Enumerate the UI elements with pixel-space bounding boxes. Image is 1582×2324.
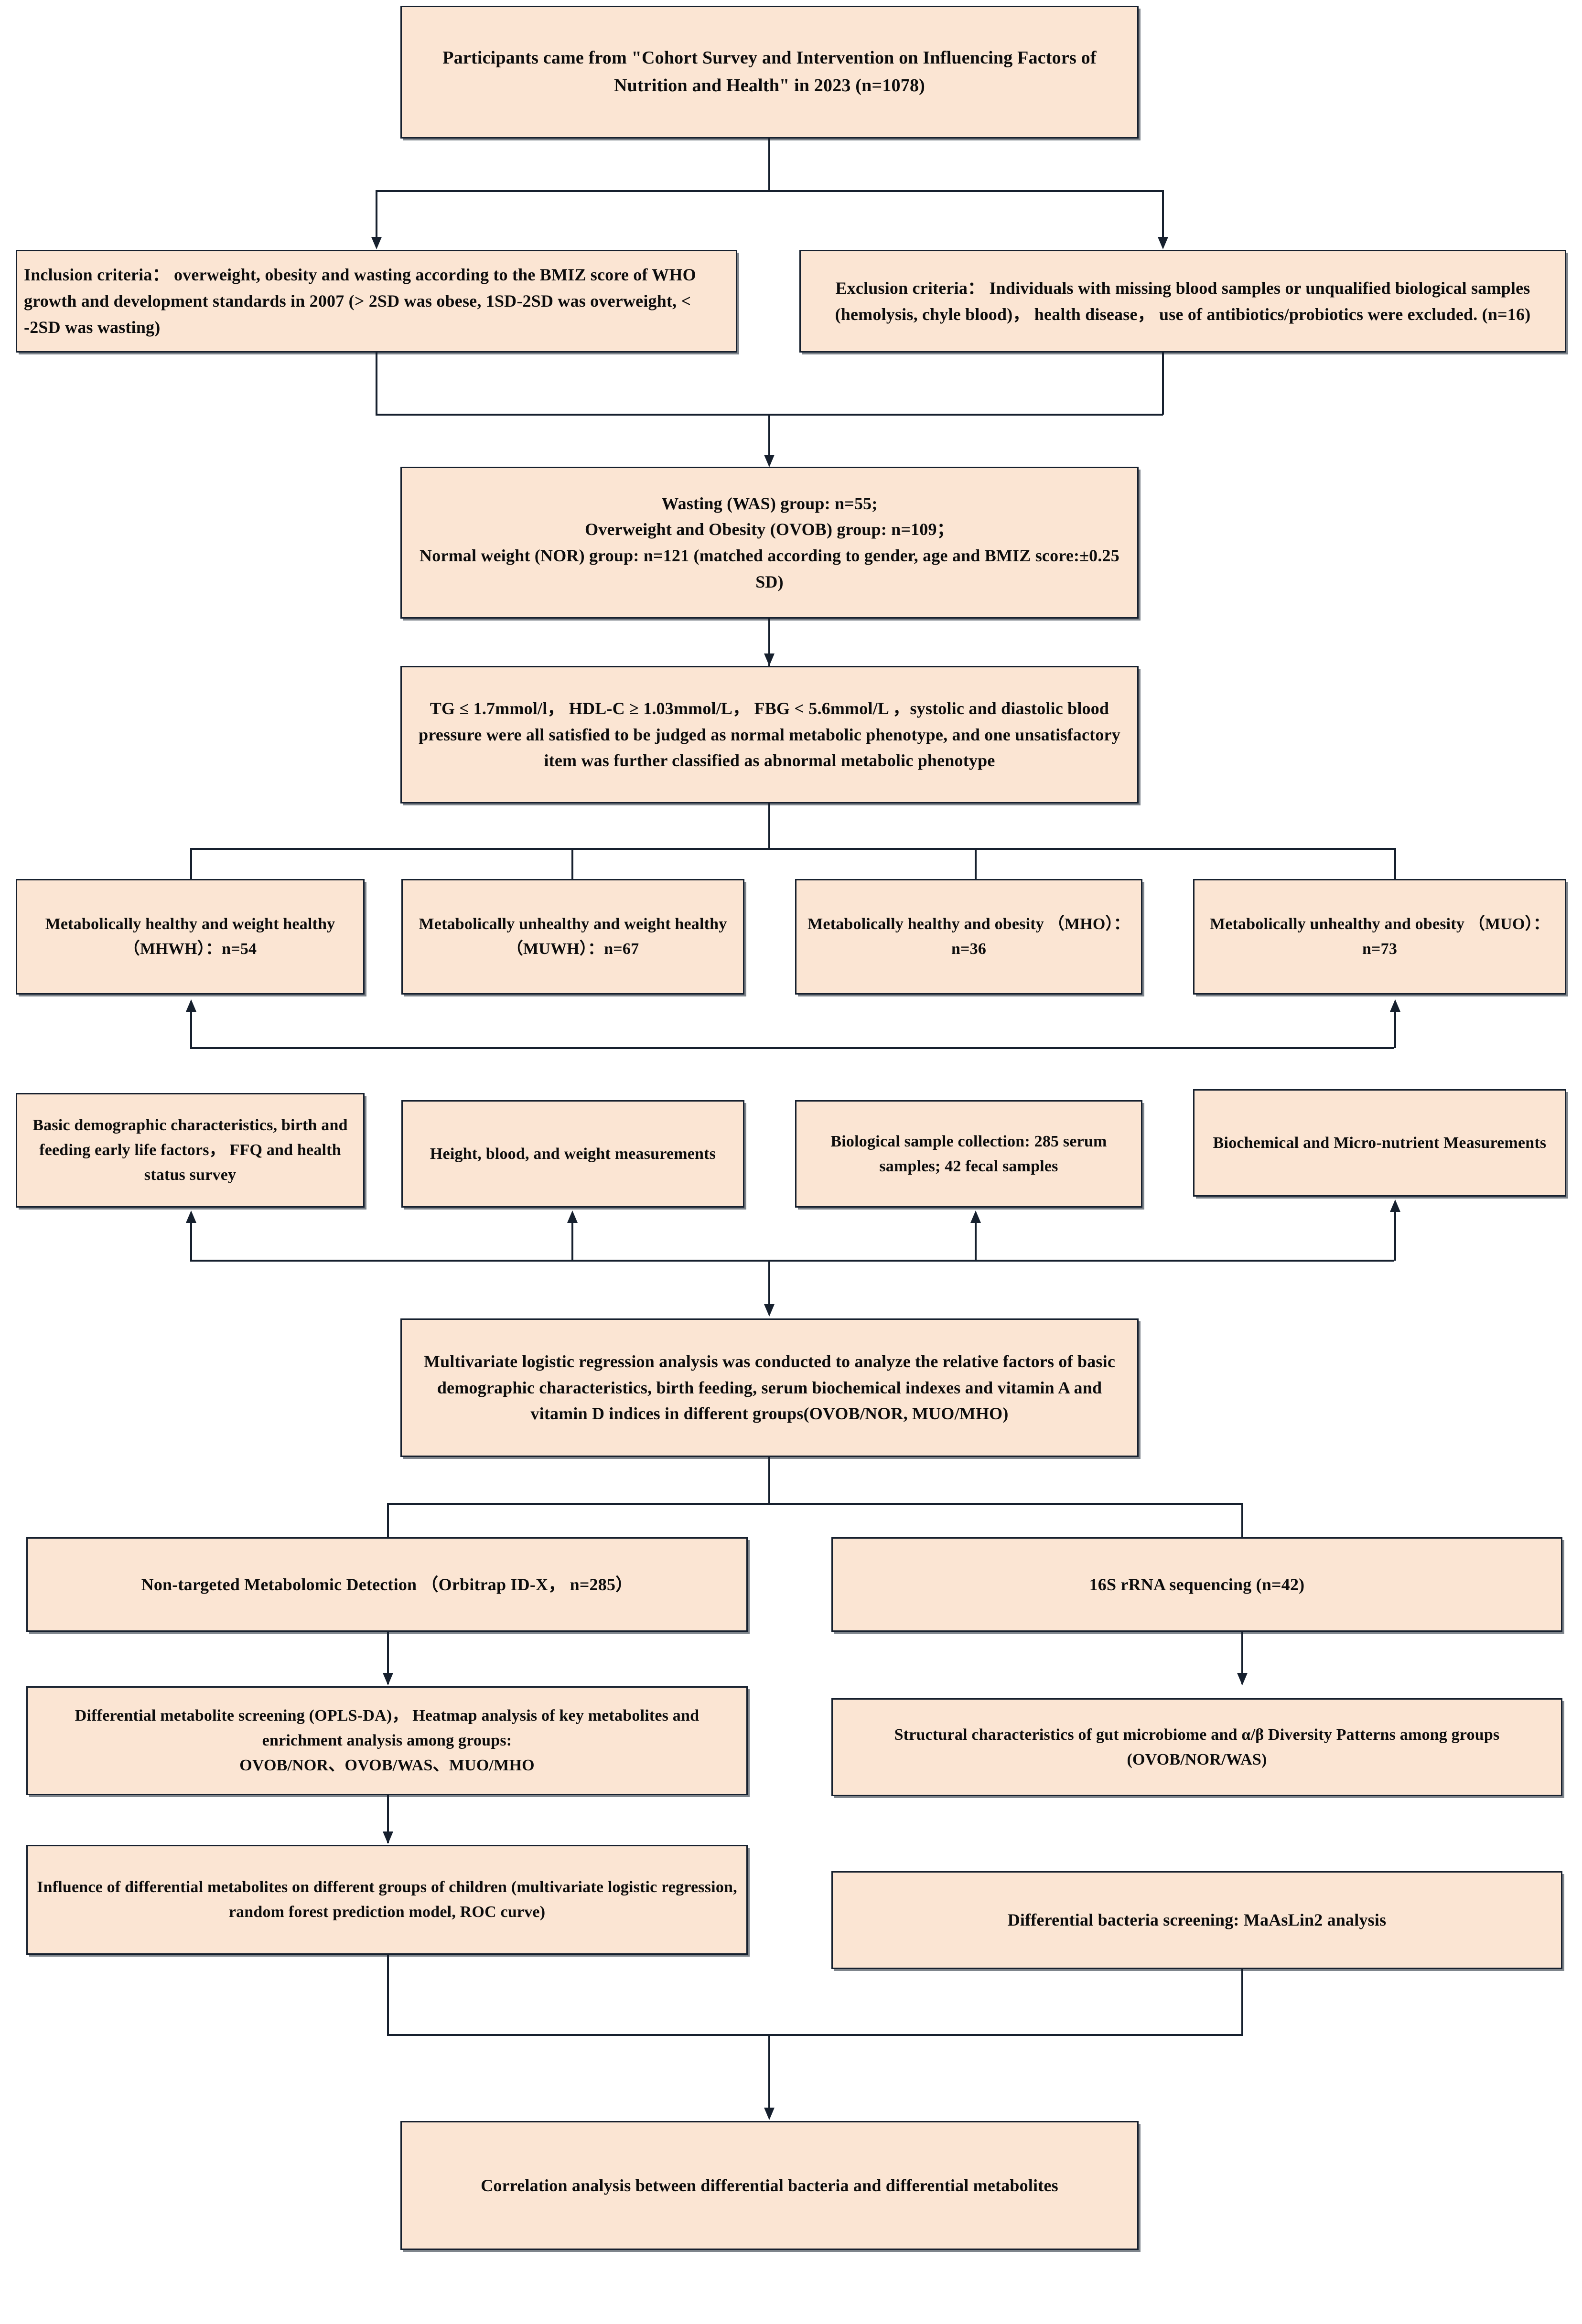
node-sample-collection-label: Biological sample collection: 285 serum … <box>830 1132 1107 1175</box>
connector-screening-down <box>387 1795 389 1843</box>
node-sample-collection: Biological sample collection: 285 serum … <box>795 1100 1142 1208</box>
arrow-to-correlation <box>764 2108 775 2120</box>
node-metabolomic-detection-label: Non-targeted Metabolomic Detection （Orbi… <box>141 1574 633 1594</box>
node-metabolite-influence: Influence of differential metabolites on… <box>26 1845 748 1955</box>
arrow-to-exclusion <box>1158 237 1168 249</box>
node-biochemical-label: Biochemical and Micro-nutrient Measureme… <box>1213 1134 1547 1152</box>
connector-feedback-left <box>190 1012 192 1048</box>
node-demographics: Basic demographic characteristics, birth… <box>16 1093 365 1208</box>
node-metabolic-criteria-label: TG ≤ 1.7mmol/l， HDL-C ≥ 1.03mmol/L， FBG … <box>419 698 1120 771</box>
arrow-feedback-to-muo <box>1390 999 1400 1012</box>
connector-to-exclusion <box>1162 190 1164 238</box>
connector-to-mhwh <box>190 848 192 896</box>
node-inclusion-criteria: Inclusion criteria： overweight, obesity … <box>16 250 737 353</box>
connector-split-bus <box>376 190 1163 192</box>
node-muwh-label: Metabolically unhealthy and weight healt… <box>419 915 727 958</box>
node-gut-microbiome: Structural characteristics of gut microb… <box>831 1698 1562 1796</box>
arrow-to-inclusion <box>371 237 382 249</box>
node-metabolite-screening-label: Differential metabolite screening (OPLS-… <box>75 1707 700 1774</box>
arrow-biochemical-up <box>1390 1199 1400 1212</box>
arrow-to-metabolic-criteria <box>764 653 775 666</box>
connector-to-mho <box>975 848 977 896</box>
connector-4way-bus <box>190 848 1394 850</box>
arrow-to-gut-microbiome <box>1237 1673 1248 1685</box>
connector-to-metabolomics <box>387 1503 389 1553</box>
arrow-sample-up <box>970 1210 981 1223</box>
node-exclusion-criteria: Exclusion criteria： Individuals with mis… <box>799 250 1566 353</box>
node-participants: Participants came from "Cohort Survey an… <box>400 6 1139 139</box>
connector-twocol-bus <box>387 1503 1242 1505</box>
connector-biochemical-up <box>1394 1212 1396 1261</box>
connector-demographics-up <box>190 1223 192 1261</box>
node-muo: Metabolically unhealthy and obesity （MUO… <box>1193 879 1566 995</box>
connector-final-down <box>768 2034 770 2110</box>
arrow-demographics-up <box>186 1210 196 1223</box>
node-inclusion-criteria-label: Inclusion criteria： overweight, obesity … <box>24 265 696 337</box>
node-demographics-label: Basic demographic characteristics, birth… <box>32 1116 348 1184</box>
node-rrna-sequencing-label: 16S rRNA sequencing (n=42) <box>1089 1574 1305 1594</box>
arrow-to-metabolite-screening <box>383 1673 393 1685</box>
connector-to-muo <box>1394 848 1396 896</box>
connector-influence-down <box>387 1955 389 2036</box>
connector-metabolomics-down <box>387 1632 389 1684</box>
connector-collection-bus <box>190 1260 1394 1262</box>
connector-measurements-up <box>571 1223 573 1261</box>
node-mhwh: Metabolically healthy and weight healthy… <box>16 879 365 995</box>
connector-bacteria-down <box>1241 1969 1243 2036</box>
node-mho: Metabolically healthy and obesity （MHO）：… <box>795 879 1142 995</box>
node-muwh: Metabolically unhealthy and weight healt… <box>401 879 744 995</box>
connector-groups-down <box>768 619 770 666</box>
node-metabolite-influence-label: Influence of differential metabolites on… <box>37 1878 737 1921</box>
node-exclusion-criteria-label: Exclusion criteria： Individuals with mis… <box>835 278 1531 324</box>
node-measurements: Height, blood, and weight measurements <box>401 1100 744 1208</box>
arrow-to-metabolite-influence <box>383 1831 393 1844</box>
node-study-groups: Wasting (WAS) group: n=55; Overweight an… <box>400 467 1139 619</box>
node-correlation-analysis: Correlation analysis between differentia… <box>400 2121 1139 2250</box>
connector-inclusion-down <box>376 353 377 415</box>
node-measurements-label: Height, blood, and weight measurements <box>430 1145 716 1163</box>
connector-to-inclusion <box>376 190 377 238</box>
connector-regression-down <box>768 1457 770 1504</box>
connector-to-rrna <box>1241 1503 1243 1553</box>
connector-criteria-down <box>768 803 770 849</box>
node-metabolic-criteria: TG ≤ 1.7mmol/l， HDL-C ≥ 1.03mmol/L， FBG … <box>400 666 1139 803</box>
node-participants-label: Participants came from "Cohort Survey an… <box>442 48 1097 96</box>
node-mhwh-label: Metabolically healthy and weight healthy… <box>45 915 335 958</box>
node-bacteria-screening: Differential bacteria screening: MaAsLin… <box>831 1871 1562 1969</box>
node-logistic-regression-label: Multivariate logistic regression analysi… <box>423 1351 1116 1424</box>
connector-sample-up <box>975 1223 977 1261</box>
connector-exclusion-down <box>1162 353 1164 415</box>
connector-to-muwh <box>571 848 573 896</box>
node-study-groups-label: Wasting (WAS) group: n=55; Overweight an… <box>420 493 1119 591</box>
node-logistic-regression: Multivariate logistic regression analysi… <box>400 1318 1139 1457</box>
connector-feedback-right <box>1394 1012 1396 1048</box>
node-correlation-analysis-label: Correlation analysis between differentia… <box>481 2175 1058 2195</box>
node-rrna-sequencing: 16S rRNA sequencing (n=42) <box>831 1537 1562 1632</box>
node-bacteria-screening-label: Differential bacteria screening: MaAsLin… <box>1007 1910 1387 1930</box>
connector-feedback-bus <box>190 1047 1394 1049</box>
arrow-to-groups <box>764 455 775 467</box>
connector-rrna-down <box>1241 1632 1243 1684</box>
node-mho-label: Metabolically healthy and obesity （MHO）：… <box>807 915 1130 958</box>
arrow-measurements-up <box>567 1210 578 1223</box>
node-metabolite-screening: Differential metabolite screening (OPLS-… <box>26 1686 748 1795</box>
connector-merge-down <box>768 414 770 456</box>
node-muo-label: Metabolically unhealthy and obesity （MUO… <box>1209 915 1550 958</box>
node-metabolomic-detection: Non-targeted Metabolomic Detection （Orbi… <box>26 1537 748 1632</box>
connector-collection-down <box>768 1260 770 1307</box>
node-gut-microbiome-label: Structural characteristics of gut microb… <box>894 1725 1500 1768</box>
connector-participants-down <box>768 139 770 191</box>
arrow-feedback-to-mhwh <box>186 999 196 1012</box>
connector-final-bus <box>387 2034 1243 2036</box>
node-biochemical: Biochemical and Micro-nutrient Measureme… <box>1193 1089 1566 1197</box>
arrow-to-logistic-regression <box>764 1304 775 1317</box>
